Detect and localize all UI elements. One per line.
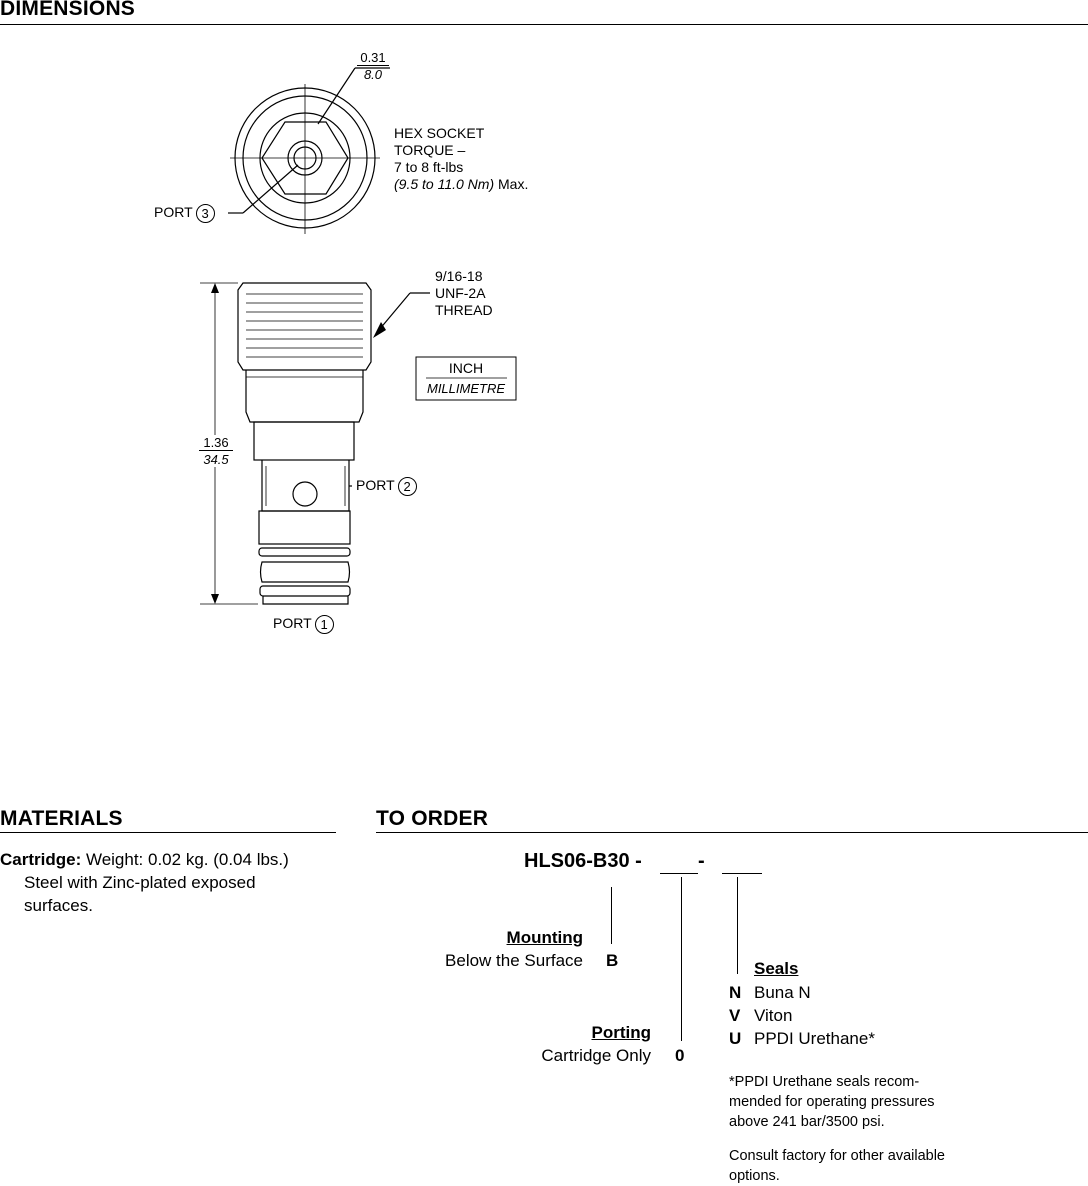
seal-option: N Buna N (729, 981, 875, 1004)
units-inch: INCH (448, 360, 484, 376)
top-view (228, 67, 390, 234)
thread-arrow (373, 322, 386, 338)
hex-dimension: 0.31 8.0 (357, 50, 389, 82)
hex-note-line2: TORQUE – (394, 142, 466, 158)
footnote-line2: mended for operating pressures (729, 1094, 935, 1110)
seal-label: PPDI Urethane* (754, 1029, 875, 1048)
porting-heading: Porting (591, 1023, 652, 1042)
mounting-heading: Mounting (506, 928, 583, 947)
seal-label: Buna N (754, 983, 811, 1002)
hex-dim-mm: 8.0 (357, 65, 389, 82)
thread-note: 9/16-18 UNF-2A THREAD (435, 268, 493, 319)
seal-option: U PPDI Urethane* (729, 1027, 875, 1050)
thread-note-line2: UNF-2A (435, 285, 486, 301)
hex-note-metric: (9.5 to 11.0 Nm) (394, 176, 495, 192)
mounting-leader (611, 887, 612, 944)
length-dimension: 1.36 34.5 (199, 435, 233, 467)
port-3-circle: 3 (195, 204, 215, 223)
seals-options: N Buna N V Viton U PPDI Urethane* (729, 981, 875, 1050)
materials-title: MATERIALS (0, 807, 123, 830)
side-view (200, 282, 430, 605)
seal-label: Viton (754, 1006, 793, 1025)
hex-note-line1: HEX SOCKET (394, 125, 485, 141)
model-separator: - (698, 850, 705, 872)
seal-code: V (729, 1006, 741, 1025)
thread-note-line1: 9/16-18 (435, 268, 483, 284)
materials-rule (0, 832, 336, 833)
port-1-text: PORT (273, 615, 312, 632)
cartridge-weight: Weight: 0.02 kg. (0.04 lbs.) (81, 850, 289, 869)
port-2-circle: 2 (397, 477, 417, 496)
units-box (415, 356, 517, 401)
to-order-rule (376, 832, 1088, 833)
thread-note-line3: THREAD (435, 302, 493, 318)
materials-line1: Cartridge: Weight: 0.02 kg. (0.04 lbs.) (0, 848, 336, 871)
seal-code: U (729, 1029, 742, 1048)
porting-option-code: 0 (675, 1046, 685, 1065)
footnote-line1: *PPDI Urethane seals recom- (729, 1074, 920, 1090)
seals-blank (722, 873, 762, 874)
arrow-top (211, 283, 219, 293)
hex-note-line4: (9.5 to 11.0 Nm) Max. (394, 176, 528, 193)
arrow-bottom (211, 594, 219, 604)
dimensions-rule (0, 24, 1088, 25)
to-order-title: TO ORDER (376, 807, 489, 830)
consult-line2: options. (729, 1168, 780, 1184)
mounting-option-code: B (606, 951, 619, 970)
length-dim-inch: 1.36 (203, 435, 229, 450)
units-millimetre: MILLIMETRE (426, 381, 505, 396)
consult-line1: Consult factory for other available (729, 1148, 945, 1164)
hex-note-line3: 7 to 8 ft-lbs (394, 159, 464, 175)
materials-body: Cartridge: Weight: 0.02 kg. (0.04 lbs.) … (0, 848, 336, 917)
seal-code: N (729, 983, 742, 1002)
port-1-circle: 1 (314, 615, 334, 634)
porting-leader (681, 877, 682, 1041)
hex-socket-note: HEX SOCKET TORQUE – 7 to 8 ft-lbs (9.5 t… (394, 125, 528, 193)
seal-option: V Viton (729, 1004, 875, 1027)
cartridge-drawing (200, 67, 517, 605)
dimensions-title: DIMENSIONS (0, 0, 136, 20)
porting-option-label: Cartridge Only (541, 1046, 651, 1065)
materials-line3: surfaces. (24, 896, 93, 915)
mounting-option-label: Below the Surface (445, 951, 583, 970)
hex-dim-inch: 0.31 (360, 50, 386, 65)
seals-heading: Seals (754, 959, 799, 978)
length-dim-mm: 34.5 (199, 450, 233, 467)
seals-leader (737, 877, 738, 974)
consult-note: Consult factory for other available opti… (729, 1146, 945, 1186)
urethane-footnote: *PPDI Urethane seals recom- mended for o… (729, 1072, 935, 1132)
footnote-line3: above 241 bar/3500 psi. (729, 1114, 885, 1130)
port-2-text: PORT (356, 477, 395, 494)
port-3-text: PORT (154, 204, 193, 221)
materials-line2: Steel with Zinc-plated exposed (24, 873, 256, 892)
cartridge-label: Cartridge: (0, 850, 82, 869)
porting-blank (660, 873, 698, 874)
model-code: HLS06-B30 - (524, 850, 642, 872)
hex-note-suffix: Max. (494, 176, 529, 192)
